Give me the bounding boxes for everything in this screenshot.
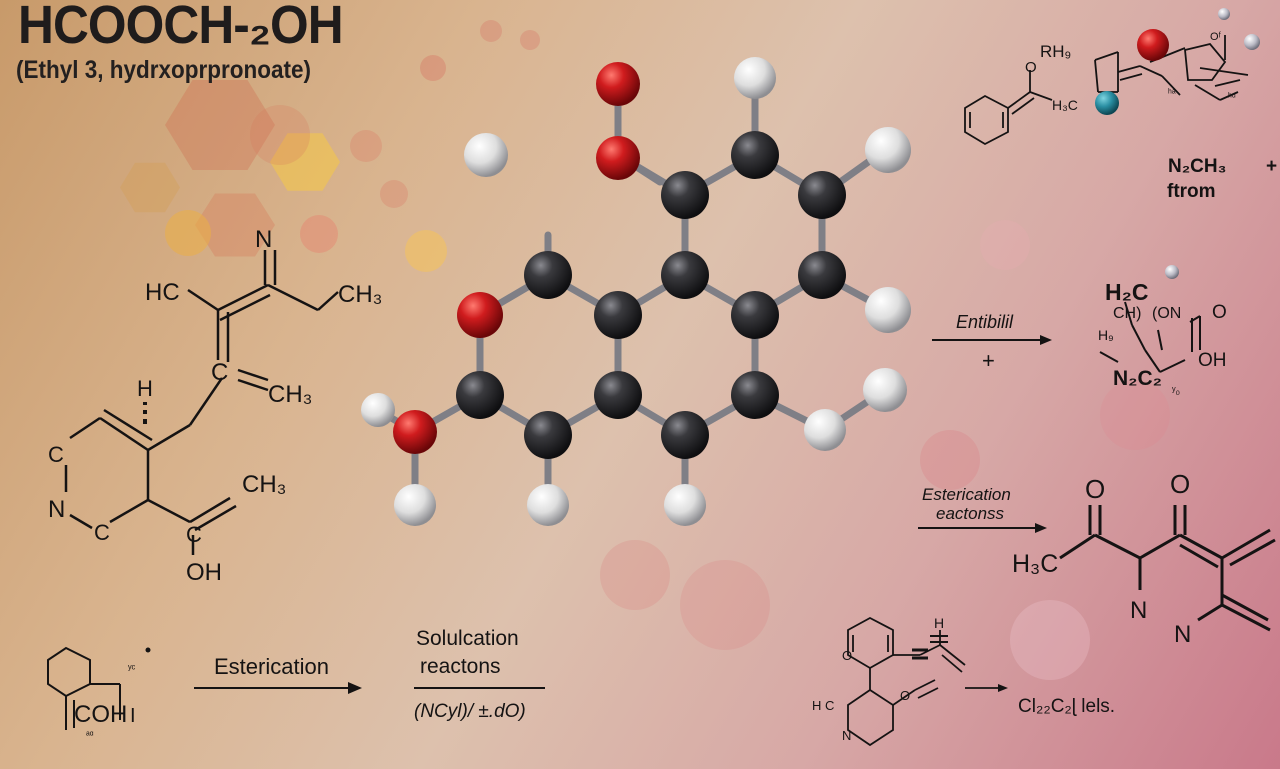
label-o: O	[900, 688, 910, 703]
bottom-left-fragment	[47, 646, 121, 730]
label-small: ʰᵃ	[1168, 88, 1176, 99]
label-oh: OH	[186, 559, 222, 586]
fragment-label: ᵃᵅ	[86, 730, 94, 741]
page-subtitle: (Ethyl 3, hydrxoprpronoate)	[16, 56, 312, 84]
label-hc: HC	[145, 279, 180, 306]
plus-sign: +	[982, 348, 995, 373]
label-h: H	[934, 615, 944, 631]
atom-icon	[1218, 8, 1230, 20]
esterification-label: Esterication	[214, 654, 329, 679]
label-o: O	[1085, 474, 1105, 504]
label-ch3: CH₃	[268, 381, 312, 408]
reactons-label: reactons	[420, 655, 501, 678]
label-coh: COH	[74, 701, 127, 728]
entibilil-label: Entibilil	[956, 312, 1014, 332]
label-from: ftrom	[1167, 181, 1216, 202]
label-h: H	[137, 376, 153, 401]
hash-bond	[930, 635, 948, 643]
atom-icon	[1165, 265, 1179, 279]
middle-right-structure	[1099, 301, 1201, 373]
label-o: O	[1212, 302, 1227, 323]
label-o: O	[1170, 469, 1190, 499]
top-right-structure	[964, 35, 1249, 146]
solulcation-label: Solulcation	[416, 627, 519, 650]
dot-marker	[145, 647, 151, 653]
label-c: C	[94, 520, 110, 545]
esterication-label: Esterication	[922, 485, 1011, 504]
product-label: Cl₂₂C₂ɭ lels.	[1018, 696, 1115, 717]
label-h2c: H₂C	[1105, 279, 1148, 305]
label-ch3: CH₃	[338, 281, 382, 308]
lower-right-structure	[1059, 505, 1276, 632]
label-ch3: CH₃	[242, 471, 286, 498]
oxygen-atom-icon	[1137, 29, 1169, 61]
nitrogen-atom-icon	[1095, 91, 1119, 115]
label-c: C	[211, 359, 228, 386]
label-c: C	[186, 522, 202, 547]
fragment-label: I	[130, 705, 136, 727]
label-rh9: RH₉	[1040, 42, 1071, 61]
label-oh: OH	[1198, 350, 1227, 371]
label-o: O	[842, 648, 852, 663]
label-small: ʰᵅ	[1228, 92, 1236, 103]
reaction-arrow-icon	[194, 682, 362, 694]
label-ch: CH)	[1113, 305, 1141, 322]
label-n2c2: N₂C₂	[1113, 367, 1162, 390]
label-n: N	[1174, 621, 1191, 648]
label-n: N	[48, 496, 65, 523]
label-small: Oᶠ	[1210, 31, 1222, 43]
hash-bond	[912, 648, 928, 660]
label-h3c: H₃C	[1012, 550, 1058, 578]
label-small: ʸ₀	[1171, 385, 1180, 397]
label-n: N	[1130, 597, 1147, 624]
label-o: O	[1025, 59, 1037, 76]
bottom-right-structure	[847, 616, 966, 747]
reaction-arrow-icon	[965, 684, 1008, 692]
label-n2ch3: N₂CH₃	[1168, 156, 1226, 177]
label-plus: +	[1266, 156, 1277, 177]
molecule-3d-model-icon	[361, 57, 911, 526]
label-n: N	[842, 728, 851, 743]
reaction-arrow-icon	[918, 523, 1047, 533]
label-n: N	[255, 226, 272, 253]
formula-label: (NCyl)/ ±.dO)	[414, 701, 526, 722]
page-title: HCOOCH-₂OH	[18, 0, 344, 55]
fragment-label: ʸᶜ	[127, 663, 136, 675]
label-h9: H₉	[1098, 327, 1114, 343]
label-h3c: H₃C	[1052, 97, 1078, 113]
left-structural-formula	[64, 250, 339, 555]
label-hc: H C	[812, 698, 834, 713]
eactonss-label: eactonss	[936, 504, 1005, 523]
atom-icon	[1244, 34, 1260, 50]
label-c: C	[48, 442, 64, 467]
label-on: (ON	[1152, 305, 1181, 322]
reaction-arrow-icon	[932, 335, 1052, 345]
